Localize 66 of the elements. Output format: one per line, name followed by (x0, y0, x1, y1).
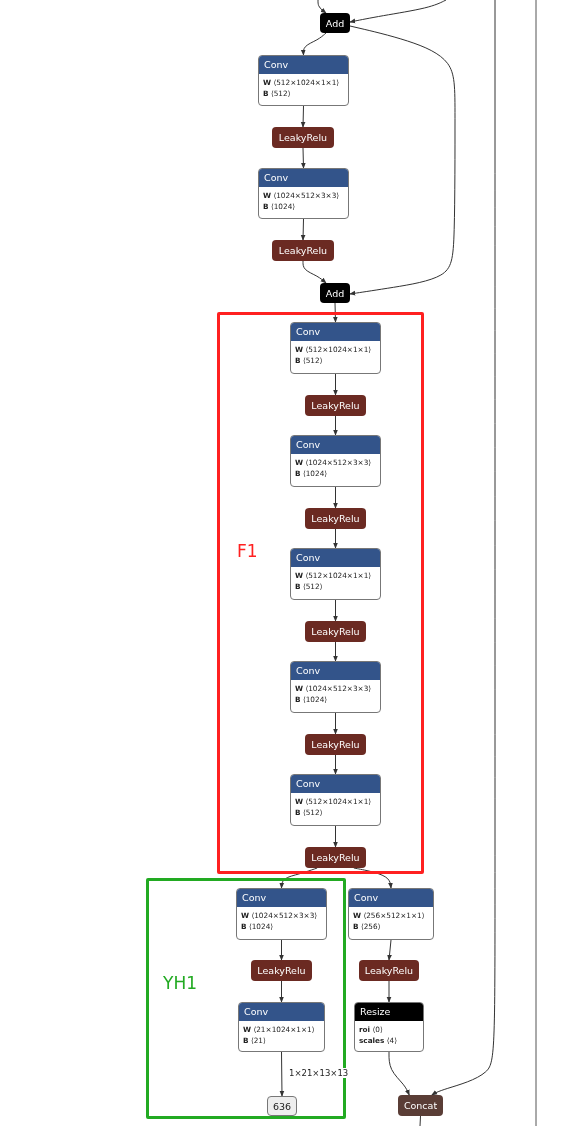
layer-title: Conv (239, 1003, 324, 1021)
arrow (300, 147, 306, 169)
operator-chip: LeakyRelu (272, 240, 334, 261)
arrow (386, 980, 392, 1003)
output-chip: 636 (267, 1096, 297, 1116)
arrow (333, 754, 338, 775)
layer-card (348, 888, 434, 940)
arrow (431, 0, 496, 1096)
layer-title: Conv (291, 323, 380, 341)
operator-chip: LeakyRelu (359, 960, 419, 981)
arrow (300, 218, 306, 241)
arrow (279, 939, 284, 961)
arrow (333, 373, 338, 396)
arrow (333, 528, 338, 549)
arrow (349, 25, 456, 296)
arrow (302, 260, 327, 284)
group-label: F1 (237, 541, 258, 561)
layer-title: Conv (291, 436, 380, 454)
operator-chip: LeakyRelu (305, 847, 366, 868)
layer-card (290, 322, 381, 374)
arrow (279, 1051, 285, 1097)
arrow (333, 641, 338, 662)
operator-chip: LeakyRelu (305, 621, 366, 642)
group-label: YH1 (163, 973, 197, 993)
group-frame (217, 312, 424, 874)
operator-chip: LeakyRelu (251, 960, 312, 981)
layer-title: Conv (291, 662, 380, 680)
arrow (333, 825, 338, 848)
layer-card (238, 1002, 325, 1052)
layer-card (290, 548, 381, 600)
layer-title: Conv (291, 775, 380, 793)
layer-card (290, 661, 381, 713)
operator-chip: LeakyRelu (272, 127, 334, 148)
arrow (333, 415, 338, 436)
layer-title: Conv (291, 549, 380, 567)
operator-chip: Add (320, 283, 350, 303)
layer-title: Conv (259, 169, 348, 187)
arrow (279, 980, 284, 1003)
layer-title: Conv (349, 889, 433, 907)
arrow (349, 0, 447, 24)
arrow (388, 1051, 410, 1096)
arrow (317, 0, 327, 14)
operator-chip: LeakyRelu (305, 395, 366, 416)
operator-chip: Concat (398, 1095, 443, 1116)
group-frame (146, 878, 346, 1119)
layer-title: Conv (237, 889, 326, 907)
arrow (332, 302, 338, 323)
layer-card (290, 774, 381, 826)
layer-title: Resize (355, 1003, 423, 1021)
arrow (300, 32, 327, 56)
operator-chip: LeakyRelu (305, 508, 366, 529)
layer-card (236, 888, 327, 940)
arrow (333, 599, 338, 622)
layer-card (258, 55, 349, 106)
arrow (333, 712, 338, 735)
arrow (333, 486, 338, 509)
arrow (387, 939, 392, 961)
layer-card (258, 168, 349, 219)
layer-title: Conv (259, 56, 348, 74)
operator-chip: Add (320, 13, 350, 33)
connector-line (419, 1115, 421, 1126)
arrow (300, 105, 306, 128)
operator-chip: LeakyRelu (305, 734, 366, 755)
layer-card (354, 1002, 424, 1052)
layer-card (290, 435, 381, 487)
edge-label: 1×21×13×13 (288, 1068, 350, 1078)
